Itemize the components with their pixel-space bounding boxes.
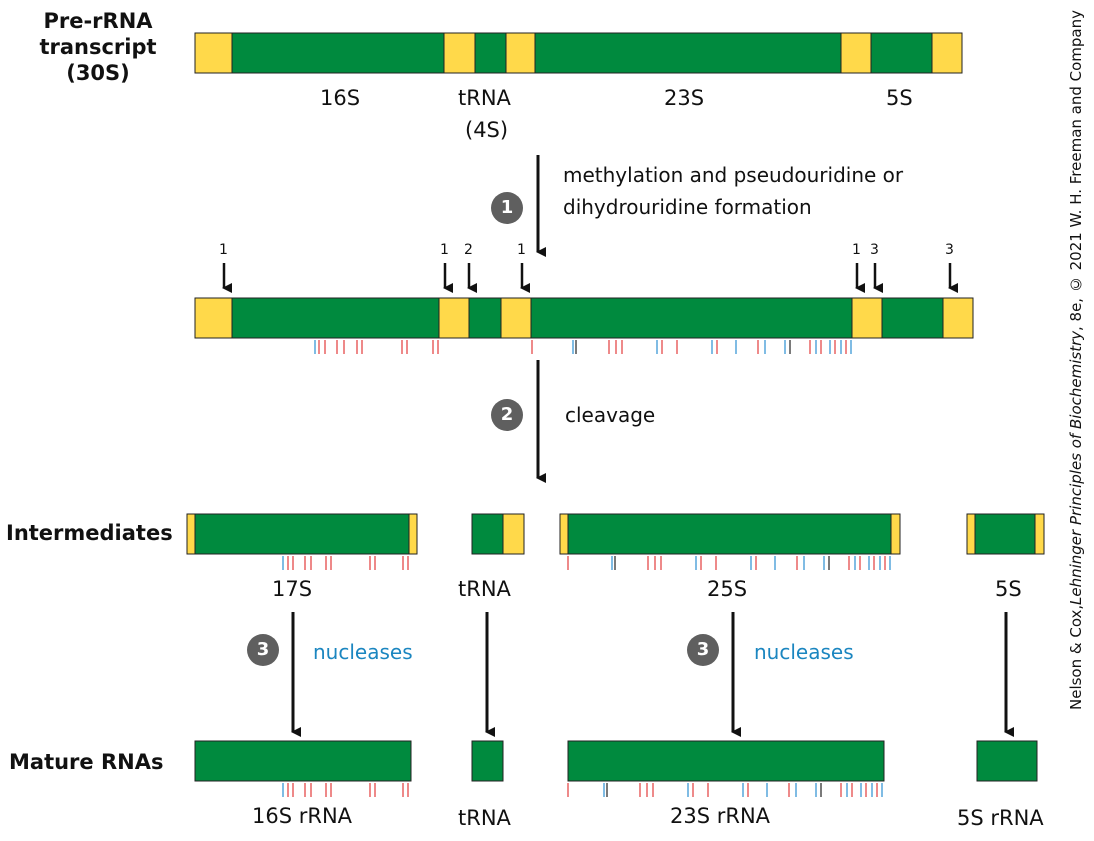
site-label: 3 (945, 242, 954, 258)
mature-5s-label: 5S rRNA (957, 806, 1044, 830)
segment-16s-label: 16S (320, 86, 361, 110)
mature-16s-label: 16S rRNA (252, 804, 353, 828)
step2-badge: 2 (491, 399, 523, 431)
pre-rrna-line1: Pre-rRNA (43, 9, 153, 33)
segment-5s-label: 5S (886, 86, 913, 110)
site-label: 1 (852, 242, 861, 258)
pre-rrna-line2: transcript (39, 35, 157, 59)
modification-ticks-row3 (282, 783, 883, 797)
mature-5s-bar (976, 740, 1038, 782)
pre-rrna-line3: (30S) (66, 61, 130, 85)
pre-rrna-label: Pre-rRNA transcript (30S) (28, 8, 168, 86)
site-label: 1 (517, 242, 526, 258)
site-label: 3 (870, 242, 879, 258)
step2-text: cleavage (565, 403, 656, 427)
mature-rnas-label: Mature RNAs (9, 750, 164, 774)
mature-trna-label: tRNA (458, 806, 511, 830)
intermediate-5s-label: 5S (995, 577, 1022, 601)
intermediate-25s-label: 25S (707, 577, 748, 601)
pre-rrna-bar (194, 32, 963, 74)
step1-text-line2: dihydrouridine formation (563, 195, 812, 219)
step3-badge-left: 3 (247, 634, 279, 666)
intermediate-5s-bar (966, 513, 1045, 555)
credit-book-title: Lehninger Principles of Biochemistry (1067, 330, 1085, 605)
mature-16s-bar (194, 740, 412, 782)
intermediates-label: Intermediates (6, 521, 173, 545)
nucleases-label-right: nucleases (754, 640, 854, 664)
mature-23s-label: 23S rRNA (670, 804, 771, 828)
site-label: 2 (464, 242, 473, 258)
step3-badge-right: 3 (687, 634, 719, 666)
nucleases-label-left: nucleases (313, 640, 413, 664)
step3-arrows (291, 612, 1014, 737)
site-label: 1 (219, 242, 228, 258)
credit-line: Nelson & Cox, Lehninger Principles of Bi… (1065, 10, 1087, 710)
site-label: 1 (440, 242, 449, 258)
intermediate-trna-bar (471, 513, 525, 555)
modification-ticks-row2 (282, 556, 891, 570)
step1-badge: 1 (491, 192, 523, 224)
segment-trna-label: tRNA (458, 86, 511, 110)
credit-authors: Nelson & Cox, (1067, 604, 1085, 710)
cleavage-site-arrows (222, 263, 958, 293)
mature-23s-bar (567, 740, 885, 782)
segment-23s-label: 23S (664, 86, 705, 110)
modification-ticks-row1 (314, 340, 852, 354)
intermediate-25s-bar (559, 513, 901, 555)
intermediate-17s-bar (186, 513, 418, 555)
mature-trna-bar (471, 740, 504, 782)
step1-text-line1: methylation and pseudouridine or (563, 163, 904, 187)
modified-bar (194, 297, 974, 339)
intermediate-trna-label: tRNA (458, 577, 511, 601)
segment-4s-label: (4S) (465, 118, 509, 142)
intermediate-17s-label: 17S (272, 577, 313, 601)
credit-publisher: , 8e, © 2021 W. H. Freeman and Company (1067, 9, 1085, 331)
